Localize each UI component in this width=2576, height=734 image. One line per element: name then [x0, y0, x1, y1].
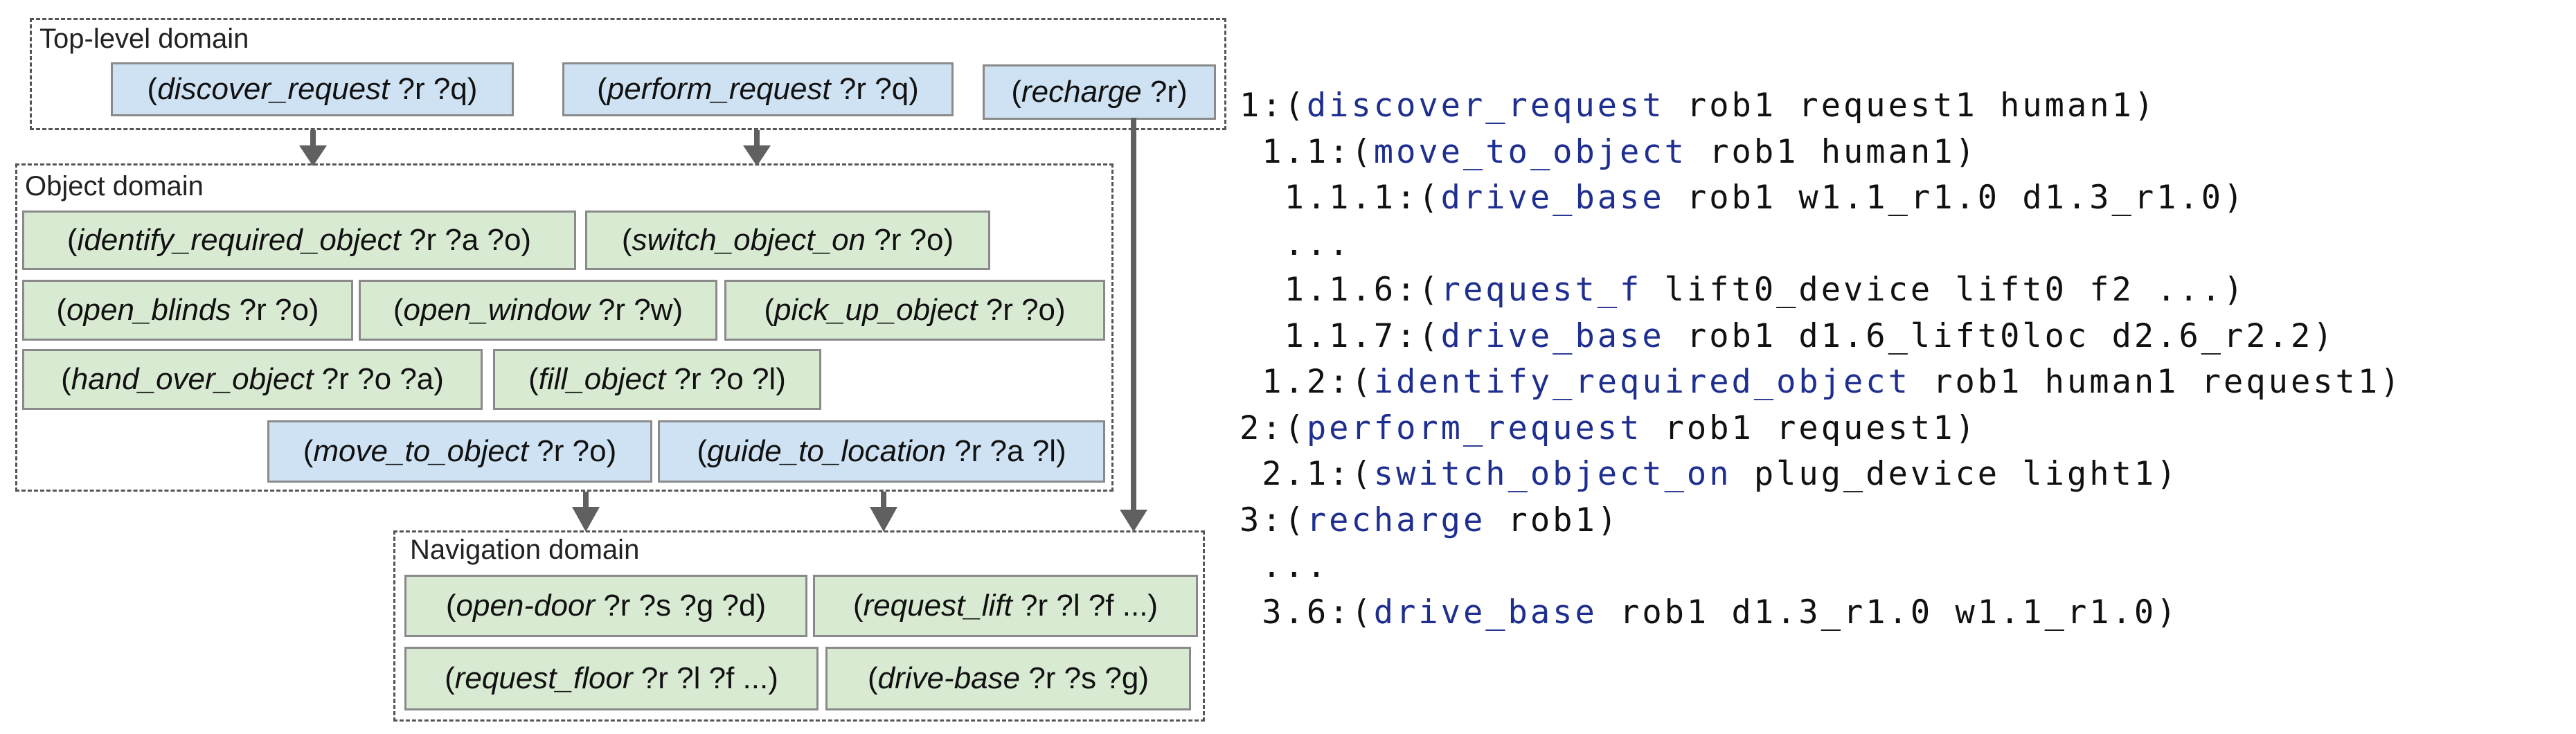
navigation-domain-title: Navigation domain	[410, 535, 640, 565]
task-name: recharge	[1021, 75, 1142, 109]
trace-line: 1.1:(move_to_object rob1 human1)	[1240, 132, 1978, 171]
arrow-head	[1120, 510, 1147, 532]
trace-line: 1.2:(identify_required_object rob1 human…	[1240, 363, 2403, 401]
task-perform-request: (perform_request ?r ?q)	[562, 62, 954, 116]
task-request-floor: (request_floor ?r ?l ?f ...)	[404, 647, 819, 710]
trace-line: 1:(discover_request rob1 request1 human1…	[1240, 87, 2157, 125]
task-name: guide_to_location	[707, 434, 946, 468]
execution-trace: 1:(discover_request rob1 request1 human1…	[1240, 83, 2402, 636]
object-domain-title: Object domain	[25, 171, 204, 202]
task-request-lift: (request_lift ?r ?l ?f ...)	[813, 575, 1198, 637]
task-guide-to-location: (guide_to_location ?r ?a ?l)	[658, 420, 1105, 483]
task-name: request_lift	[863, 589, 1012, 623]
trace-line: ...	[1240, 547, 1330, 585]
task-hand-over-object: (hand_over_object ?r ?o ?a)	[22, 349, 483, 410]
trace-line: 3.6:(drive_base rob1 d1.3_r1.0 w1.1_r1.0…	[1240, 593, 2179, 632]
task-fill-object: (fill_object ?r ?o ?l)	[493, 349, 821, 410]
trace-line: 1.1.7:(drive_base rob1 d1.6_lift0loc d2.…	[1240, 316, 2336, 355]
task-discover-request: (discover_request ?r ?q)	[111, 62, 514, 116]
task-params: ?r ?w)	[589, 293, 683, 327]
task-name: request_floor	[454, 661, 633, 695]
top-level-domain-region	[30, 18, 1226, 130]
task-params: ?r ?a ?o)	[400, 223, 532, 257]
task-name: open_blinds	[66, 293, 231, 327]
task-recharge: (recharge ?r)	[983, 64, 1216, 120]
task-params: ?r ?o)	[231, 293, 319, 327]
trace-line: ...	[1240, 224, 1352, 263]
task-name: fill_object	[538, 362, 666, 396]
task-params: ?r ?s ?g)	[1020, 661, 1149, 695]
task-params: ?r ?o)	[528, 434, 617, 468]
task-open-door: (open-door ?r ?s ?g ?d)	[404, 575, 807, 637]
task-params: ?r ?q)	[389, 72, 478, 106]
task-name: move_to_object	[313, 434, 529, 468]
arrow-head	[572, 507, 600, 532]
task-move-to-object: (move_to_object ?r ?o)	[267, 420, 652, 483]
task-params: ?r ?s ?g ?d)	[595, 589, 767, 623]
trace-line: 1.1.6:(request_f lift0_device lift0 f2 .…	[1240, 271, 2246, 309]
task-name: pick_up_object	[773, 293, 978, 327]
task-params: ?r ?l ?f ...)	[632, 661, 778, 695]
trace-line: 3:(recharge rob1)	[1240, 501, 1620, 539]
task-params: ?r ?o)	[977, 293, 1066, 327]
task-name: switch_object_on	[632, 223, 866, 257]
task-name: open_window	[403, 293, 590, 327]
top-level-domain-title: Top-level domain	[39, 24, 249, 54]
task-name: perform_request	[607, 72, 831, 106]
task-params: ?r ?a ?l)	[945, 434, 1066, 468]
arrow-head	[299, 145, 327, 166]
task-switch-object-on: (switch_object_on ?r ?o)	[585, 211, 990, 270]
navigation-domain-region	[393, 530, 1205, 722]
task-params: ?r ?o)	[866, 223, 954, 257]
trace-line: 2.1:(switch_object_on plug_device light1…	[1240, 455, 2179, 493]
task-name: discover_request	[157, 72, 390, 106]
task-params: ?r ?l ?f ...)	[1012, 589, 1159, 623]
task-params: ?r ?q)	[830, 72, 919, 106]
task-open-blinds: (open_blinds ?r ?o)	[22, 280, 353, 341]
task-params: ?r ?o ?a)	[313, 362, 444, 396]
task-identify-required-object: (identify_required_object ?r ?a ?o)	[22, 211, 576, 270]
arrow-head	[743, 145, 771, 166]
task-name: hand_over_object	[71, 362, 314, 396]
task-drive-base: (drive-base ?r ?s ?g)	[825, 647, 1191, 710]
task-pick-up-object: (pick_up_object ?r ?o)	[724, 280, 1105, 341]
task-params: ?r ?o ?l)	[665, 362, 786, 396]
arrow-head	[870, 507, 897, 532]
trace-line: 2:(perform_request rob1 request1)	[1240, 409, 1978, 447]
object-domain-region	[15, 163, 1113, 492]
task-name: open-door	[456, 589, 596, 623]
task-name: drive-base	[877, 661, 1021, 695]
task-params: ?r)	[1141, 75, 1188, 109]
trace-line: 1.1.1:(drive_base rob1 w1.1_r1.0 d1.3_r1…	[1240, 179, 2246, 217]
task-name: identify_required_object	[77, 223, 401, 257]
task-open-window: (open_window ?r ?w)	[359, 280, 717, 341]
